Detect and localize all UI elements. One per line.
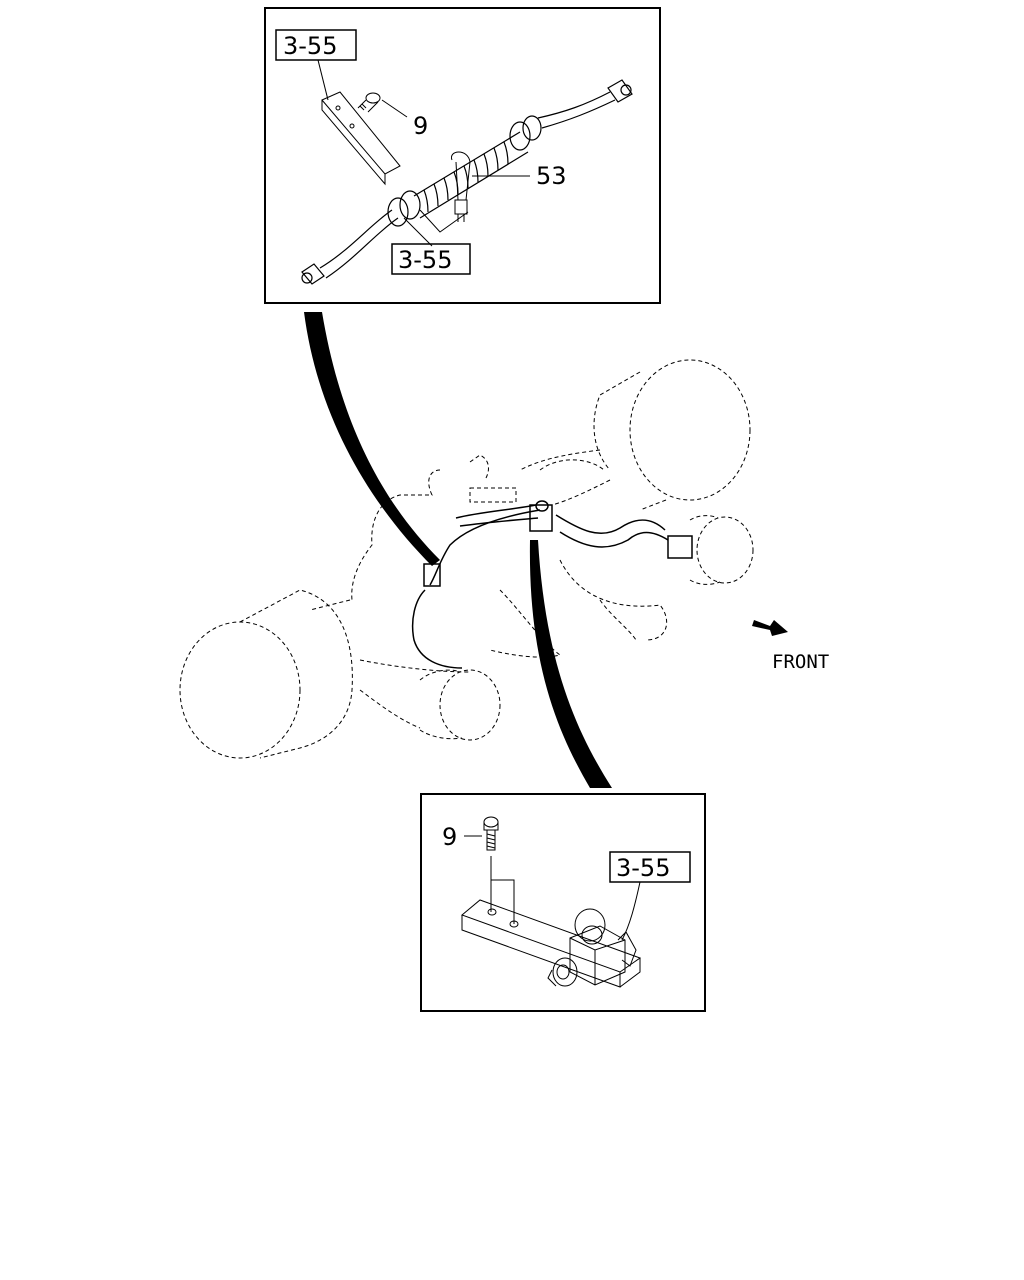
hose-assembly — [301, 79, 633, 285]
bottom-inset-frame — [420, 793, 706, 1012]
front-label: FRONT — [772, 651, 829, 673]
left-hub-drum — [179, 589, 353, 759]
callout-bolt-top: 9 — [413, 112, 428, 140]
top-inset-frame — [264, 7, 661, 304]
bottom-inset: 9 3-55 — [420, 793, 706, 1012]
right-hub-drum — [593, 359, 751, 511]
ref-label-inset: 3-55 — [616, 854, 670, 882]
ref-box-inset[interactable]: 3-55 — [609, 851, 691, 883]
front-indicator: FRONT — [752, 620, 829, 673]
leader-arc-top — [304, 312, 440, 566]
left-brake-chamber — [419, 669, 501, 741]
bracket-plate — [321, 91, 401, 186]
front-arrow-icon — [752, 620, 788, 636]
callout-bolt-bottom: 9 — [442, 823, 457, 851]
ref-box-bottom[interactable]: 3-55 — [391, 243, 471, 275]
ref-label-top: 3-55 — [283, 32, 337, 60]
ref-box-top[interactable]: 3-55 — [275, 29, 357, 61]
axle-assembly — [179, 359, 754, 759]
leader-arc-bottom — [529, 540, 612, 788]
ref-label-bottom: 3-55 — [398, 246, 452, 274]
bolt-icon — [357, 92, 381, 113]
valve-assembly — [461, 899, 642, 988]
bolt-icon-bottom — [483, 816, 499, 851]
harness-clip-icon — [419, 151, 471, 233]
main-harness — [411, 500, 693, 669]
top-inset: 3-55 9 — [264, 7, 661, 304]
differential-housing — [351, 454, 668, 658]
right-brake-chamber — [689, 515, 754, 585]
callout-harness: 53 — [536, 162, 567, 190]
leader-arcs — [304, 312, 612, 788]
